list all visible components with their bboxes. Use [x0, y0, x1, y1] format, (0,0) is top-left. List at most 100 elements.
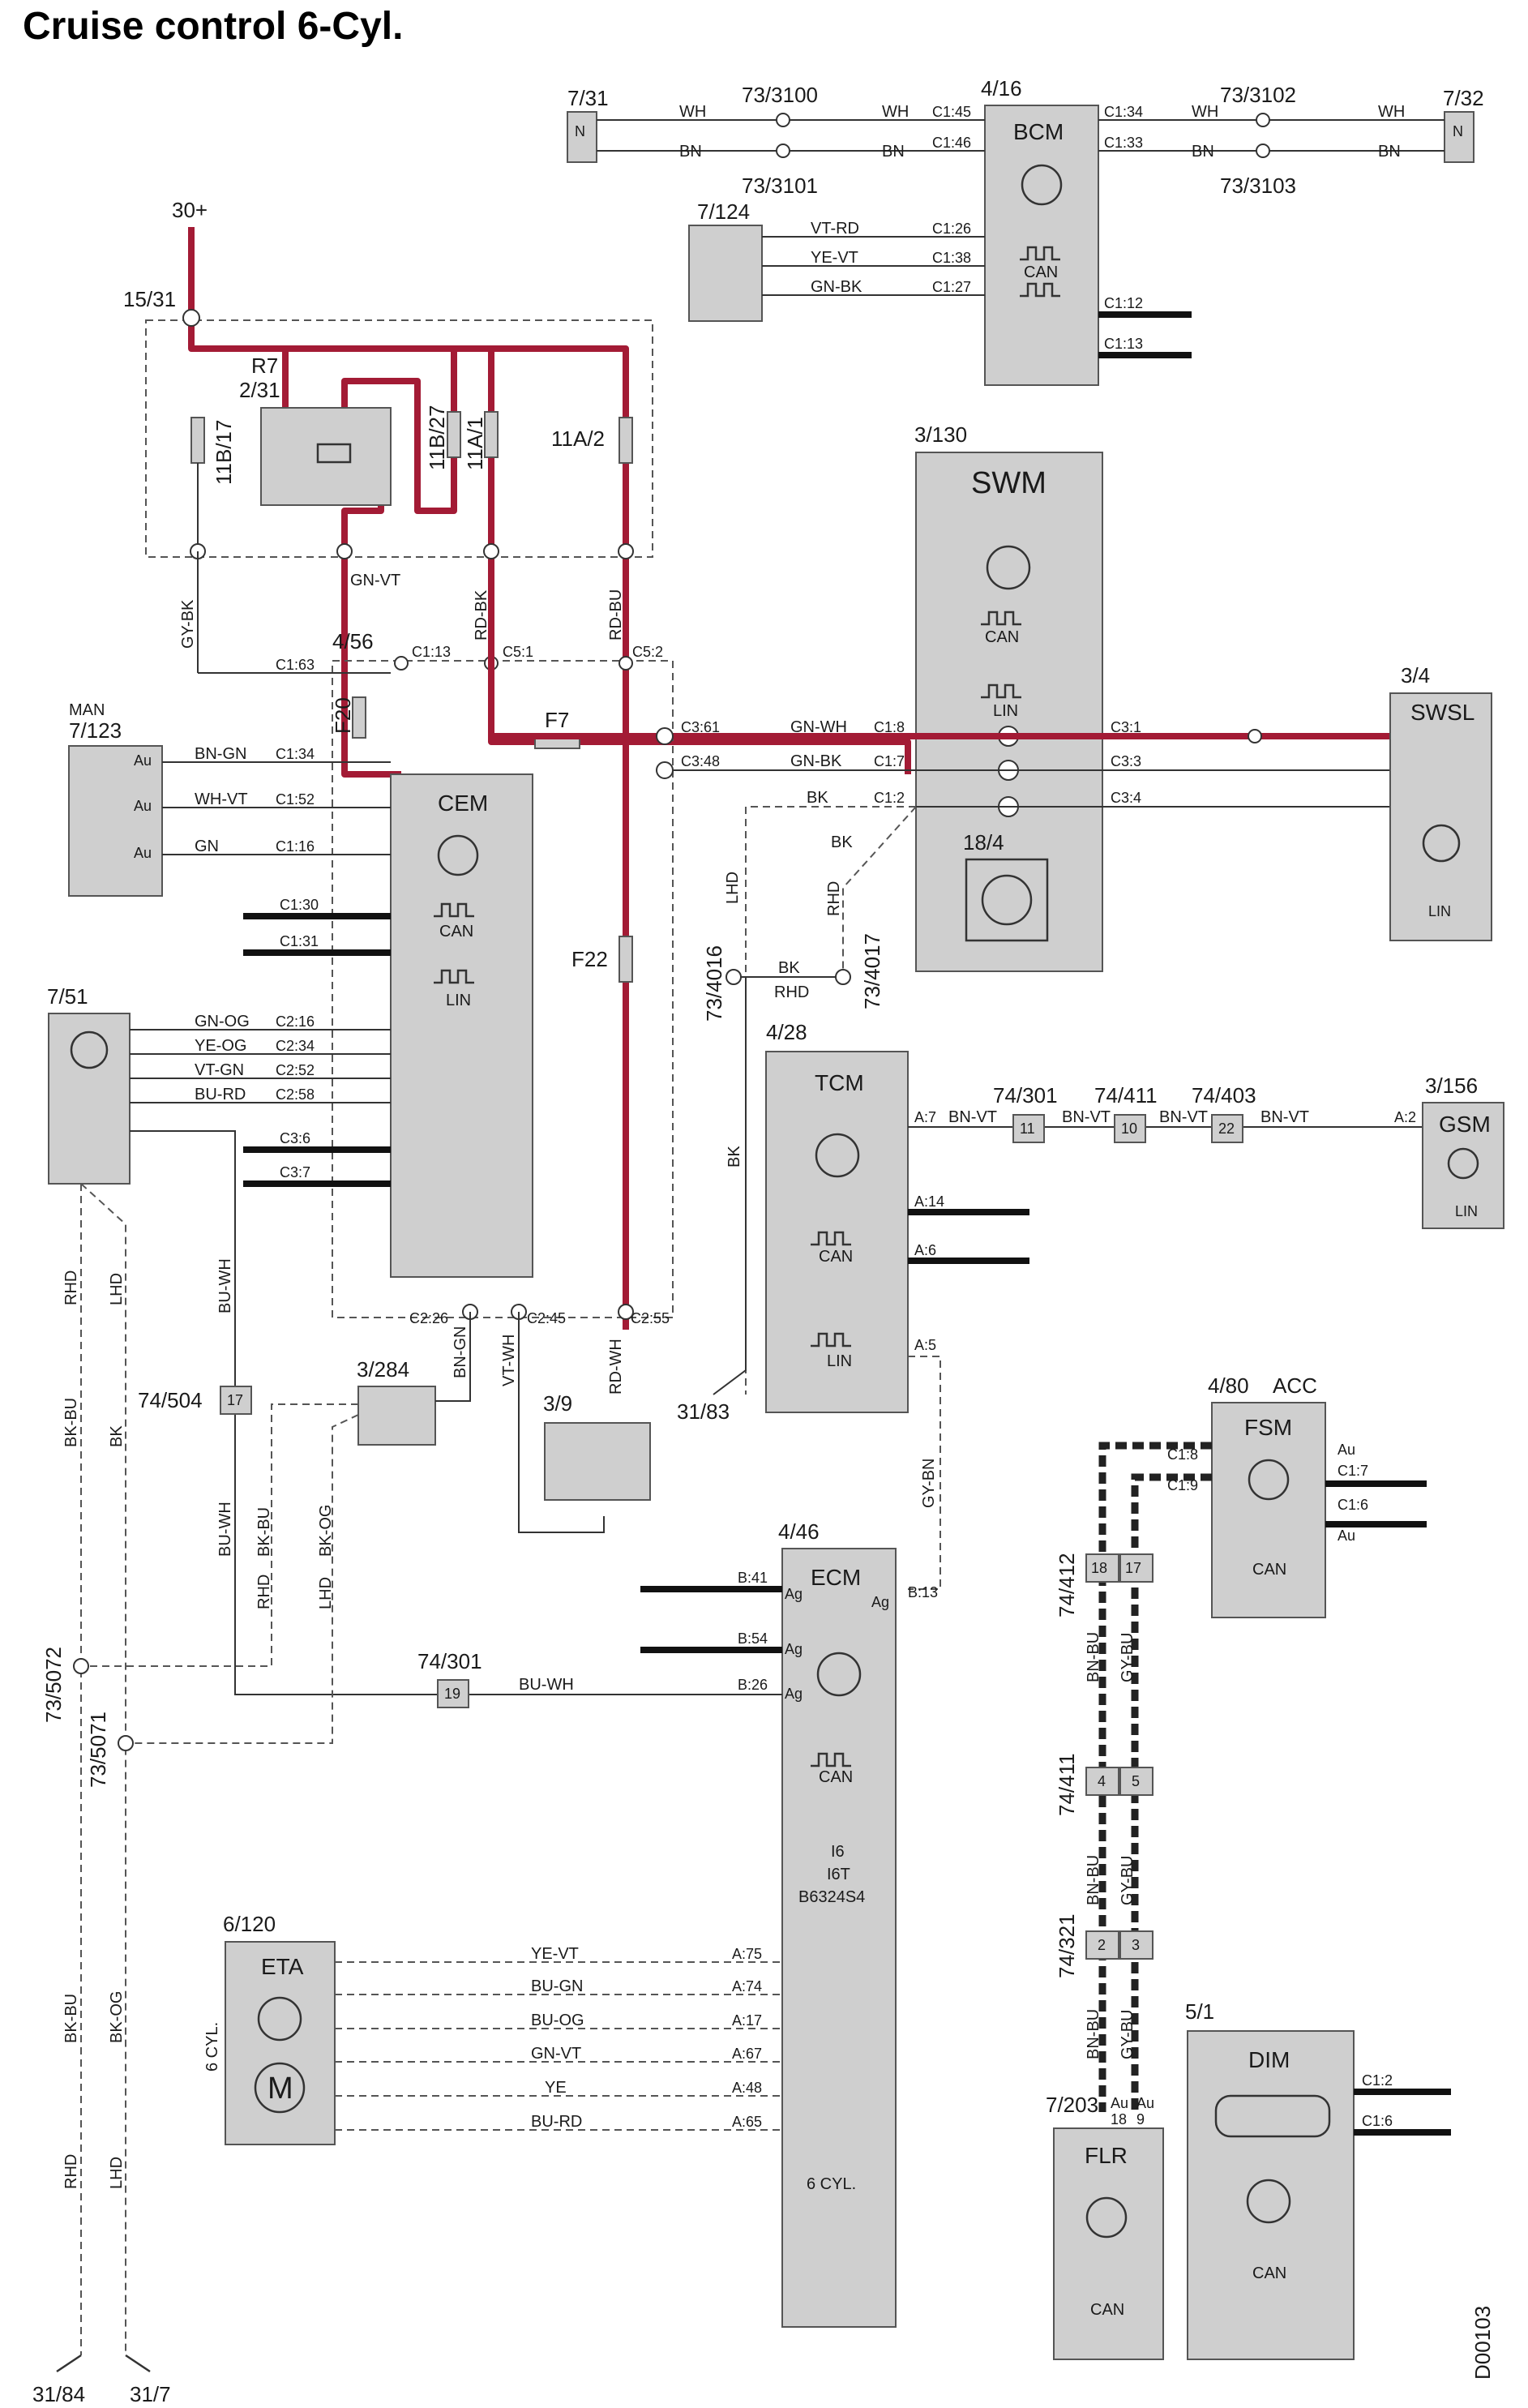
splice-icon — [835, 969, 851, 985]
splice-icon — [776, 144, 790, 158]
flr-name: FLR — [1085, 2143, 1128, 2168]
label-7-32: 7/32 — [1443, 86, 1484, 110]
fsm-extra: ACC — [1273, 1373, 1317, 1398]
wire-label: LHD — [108, 1273, 126, 1305]
pin-label: C1:45 — [932, 104, 971, 120]
node-icon — [656, 761, 674, 779]
relay-r7 — [260, 407, 392, 506]
wire-label: BU-RD — [531, 2113, 582, 2131]
ecm-engine: B6324S4 — [798, 1888, 865, 1906]
transistor-icon — [1085, 2196, 1128, 2239]
module-ecm[interactable] — [781, 1548, 897, 2328]
pin-number: 22 — [1218, 1120, 1235, 1137]
pin-number: 10 — [1121, 1120, 1137, 1137]
pin-number: 19 — [444, 1686, 460, 1702]
wire-label: VT-RD — [811, 220, 859, 238]
splice-icon — [725, 969, 742, 985]
wire-label: BN-VT — [1260, 1108, 1309, 1126]
module-gsm[interactable] — [1422, 1102, 1504, 1229]
wire-label: WH — [882, 103, 909, 121]
connector-label: 74/411 — [1055, 1753, 1079, 1816]
wire-label: YE-VT — [531, 1945, 579, 1963]
pin-label: C5:2 — [632, 644, 663, 660]
fuse-label: 11B/27 — [425, 405, 449, 470]
pin-label: A:6 — [914, 1242, 936, 1258]
transistor-icon — [1021, 164, 1063, 206]
wire-label: GY-BU — [1119, 1855, 1136, 1905]
module-flr[interactable] — [1053, 2127, 1164, 2360]
ground-label: 31/83 — [677, 1399, 730, 1424]
pin-number: 3 — [1132, 1937, 1140, 1953]
wire-label: GY-BU — [1119, 2009, 1136, 2059]
pin-label: A:67 — [732, 2046, 762, 2062]
wire-label: LHD — [724, 872, 742, 904]
transistor-icon — [816, 1652, 862, 1697]
module-cem[interactable] — [390, 773, 533, 1278]
connector-label: 74/301 — [993, 1083, 1058, 1108]
wire-label: GY-BN — [920, 1458, 938, 1508]
node-icon — [182, 309, 200, 327]
pin-label: C1:27 — [932, 279, 971, 295]
wire-label: BN — [1378, 143, 1401, 161]
wire-label: BK — [108, 1425, 126, 1447]
splice-label: 73/3100 — [742, 83, 818, 107]
swsl-name: SWSL — [1410, 700, 1474, 725]
pin-label: C1:38 — [932, 250, 971, 266]
wire-label: RHD — [255, 1575, 273, 1609]
swm-name: SWM — [971, 466, 1046, 500]
splice-label: 73/3102 — [1220, 83, 1296, 107]
module-swsl[interactable] — [1389, 692, 1492, 941]
transistor-icon — [815, 1133, 860, 1178]
node-icon — [394, 656, 409, 671]
pin-label: C2:58 — [276, 1086, 315, 1103]
pin-number: 11 — [1020, 1120, 1035, 1137]
m3284-code: 3/284 — [357, 1357, 409, 1382]
n-label: N — [575, 123, 585, 139]
connector-74-411 — [1119, 1767, 1153, 1796]
label-2-31: 2/31 — [239, 378, 280, 402]
module-fsm[interactable] — [1211, 1402, 1326, 1618]
wire-label: YE-OG — [195, 1037, 246, 1055]
pin-label: Ag — [785, 1586, 803, 1602]
wire-label: WH-VT — [195, 791, 248, 808]
pin-number: 17 — [1125, 1560, 1141, 1576]
pin-label: A:17 — [732, 2012, 762, 2029]
pin-label: C1:34 — [1104, 104, 1143, 120]
can-signal-icon — [981, 611, 1021, 626]
node-icon — [336, 543, 353, 559]
flr-code: 7/203 — [1046, 2093, 1098, 2117]
module-bcm[interactable] — [984, 105, 1099, 386]
gsm-bus: LIN — [1455, 1203, 1478, 1219]
pin-label: A:2 — [1394, 1109, 1416, 1125]
node-icon — [483, 543, 499, 559]
module-eta[interactable] — [225, 1941, 336, 2145]
pin-label: Ag — [785, 1641, 803, 1657]
fuse-f20 — [352, 696, 366, 739]
module-swm[interactable] — [915, 452, 1103, 972]
pin-label: C2:55 — [631, 1310, 670, 1326]
label-r7: R7 — [251, 353, 278, 378]
connector-74-504 — [220, 1386, 252, 1415]
pin-label: Au — [1136, 2095, 1154, 2111]
switch-3-9 — [544, 1422, 651, 1501]
ecm-note: 6 CYL. — [807, 2175, 856, 2193]
wire — [908, 1356, 941, 1590]
m751-code: 7/51 — [47, 984, 88, 1009]
sensor-man — [68, 745, 163, 897]
pin-number: 2 — [1098, 1937, 1106, 1953]
connector-label: 74/412 — [1055, 1553, 1079, 1617]
module-dim[interactable] — [1187, 2030, 1355, 2360]
pin-label: C1:16 — [276, 838, 315, 855]
drawing-id: D00103 — [1470, 2306, 1495, 2380]
sensor-7-32 — [1444, 111, 1474, 163]
fuse-11b27 — [447, 411, 461, 458]
pin-label: C1:46 — [932, 135, 971, 151]
power-wire — [188, 227, 629, 1330]
transistor-icon — [1248, 1459, 1290, 1501]
airbag-icon — [981, 874, 1033, 926]
wire-label: LHD — [317, 1577, 335, 1609]
motor-icon — [254, 2062, 306, 2114]
pin-label: C1:2 — [874, 790, 905, 806]
dim-code: 5/1 — [1185, 1999, 1214, 2024]
